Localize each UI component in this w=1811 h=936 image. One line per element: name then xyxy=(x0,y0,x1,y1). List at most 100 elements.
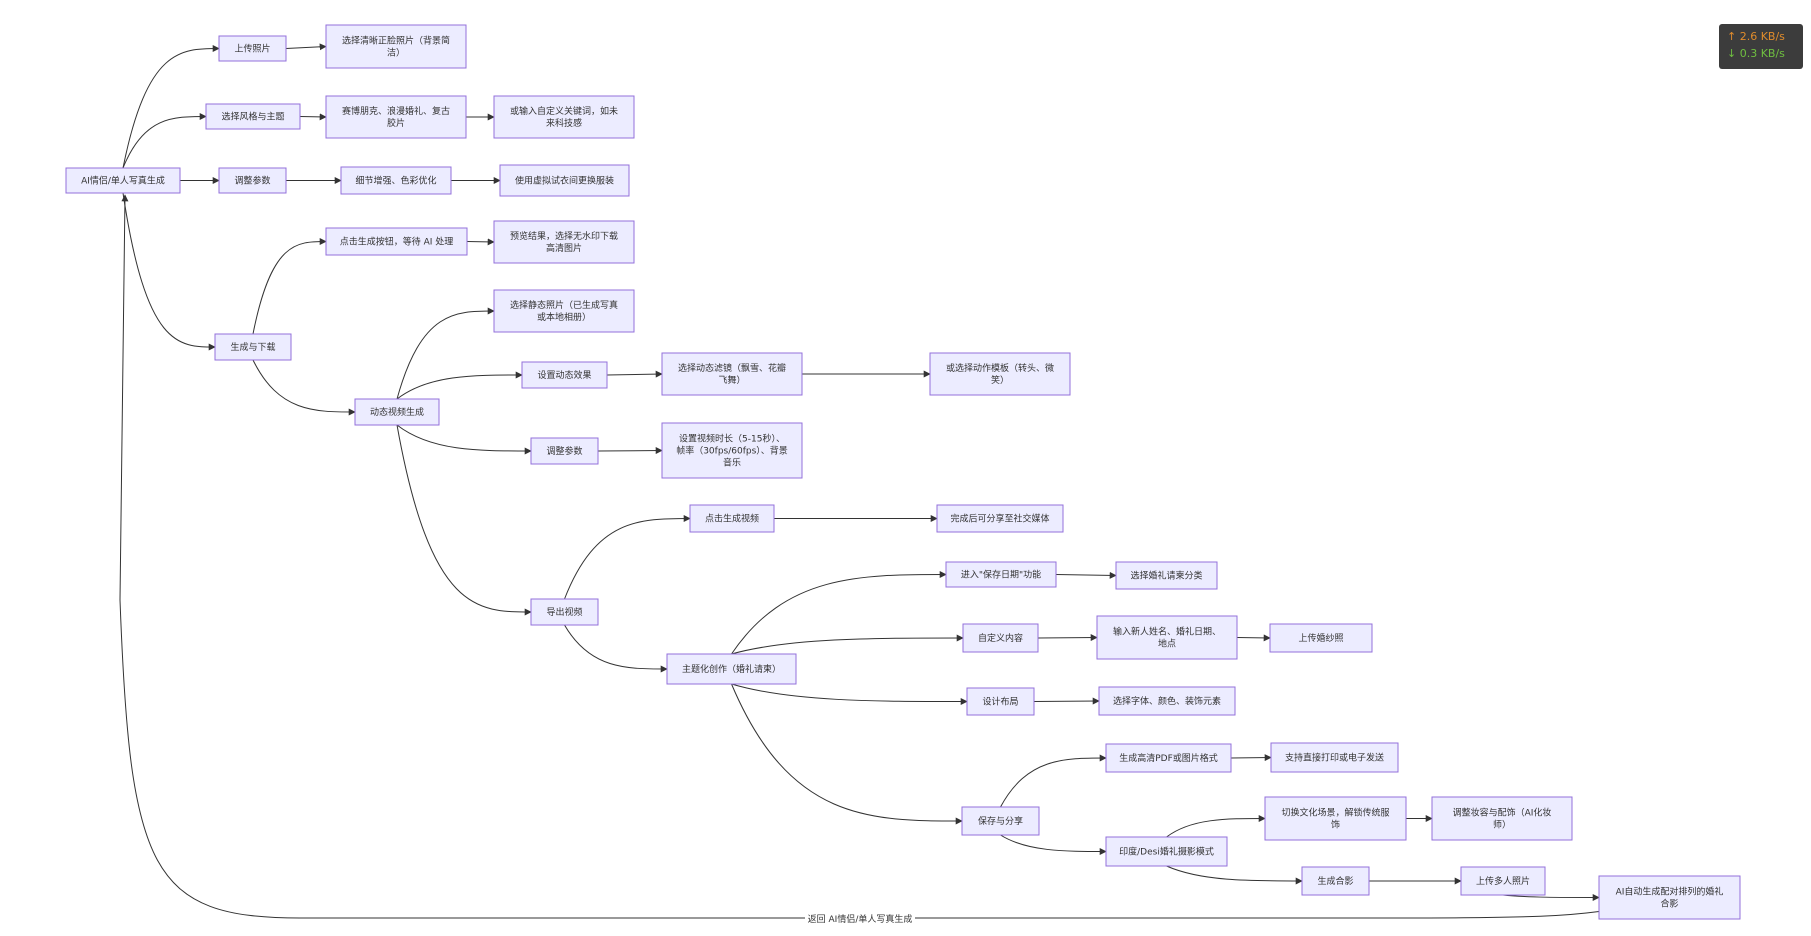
node-params: 调整参数 xyxy=(218,167,287,194)
node-box xyxy=(214,333,292,361)
node-box xyxy=(205,103,301,130)
node-layout-opts: 选择字体、颜色、装饰元素 xyxy=(1098,686,1236,716)
edge-save-share-to-india xyxy=(1000,834,1107,855)
edge-root-to-upload xyxy=(122,45,220,169)
edge-root-to-gen xyxy=(122,192,216,351)
node-label: 洁） xyxy=(387,47,405,59)
node-label: 飞舞） xyxy=(718,375,745,386)
node-effect-tpl: 或选择动作模板（转头、微笑） xyxy=(929,352,1071,396)
edge-india-to-india-scene xyxy=(1166,815,1266,838)
node-box xyxy=(929,352,1071,396)
edge-save-pdf-to-save-print xyxy=(1230,754,1272,762)
node-label: 设计布局 xyxy=(982,696,1018,708)
node-custom-input: 输入新人姓名、婚礼日期、地点 xyxy=(1096,615,1238,660)
node-label: 音乐 xyxy=(723,457,741,469)
node-label: 调整妆容与配饰（AI化妆 xyxy=(1453,807,1552,819)
edge-layout-to-layout-opts xyxy=(1033,697,1100,705)
node-save-share: 保存与分享 xyxy=(961,806,1040,836)
node-label: 选择风格与主题 xyxy=(221,111,284,123)
node-box xyxy=(499,164,630,197)
node-export-click: 点击生成视频 xyxy=(689,504,775,533)
node-label: 选择静态照片（已生成写真 xyxy=(510,299,618,311)
node-theme: 主题化创作（婚礼请柬） xyxy=(666,653,797,685)
node-box xyxy=(218,35,287,62)
edge-theme-to-save-date xyxy=(731,571,947,655)
node-video: 动态视频生成 xyxy=(354,398,440,426)
node-label: 或选择动作模板（转头、微 xyxy=(946,362,1054,374)
node-box xyxy=(1098,686,1236,716)
edge-custom-to-custom-input xyxy=(1037,634,1098,642)
edge-vparams-to-vparams-opt xyxy=(597,447,663,455)
node-label: 笑） xyxy=(991,374,1009,386)
node-label: 赛博朋克、浪漫婚礼、复古 xyxy=(342,105,450,117)
edge-root-to-style xyxy=(122,113,207,169)
node-save-date-cat: 选择婚礼请柬分类 xyxy=(1115,561,1218,590)
node-box xyxy=(530,598,599,626)
node-label: 主题化创作（婚礼请柬） xyxy=(682,663,781,675)
edge-video-to-export xyxy=(396,424,532,616)
node-box xyxy=(661,352,803,396)
node-custom: 自定义内容 xyxy=(962,623,1039,653)
node-box xyxy=(325,227,468,256)
edge-india-upload-to-india-ai xyxy=(1502,893,1600,901)
edge-save-share-to-save-pdf xyxy=(1000,754,1107,808)
node-label: 切换文化场景，解锁传统服 xyxy=(1281,807,1389,819)
edge-style-to-style-opts xyxy=(299,113,327,121)
node-custom-photo: 上传婚纱照 xyxy=(1269,623,1373,653)
node-export-share: 完成后可分享至社交媒体 xyxy=(936,504,1064,533)
node-box xyxy=(1431,796,1573,841)
node-label: 合影 xyxy=(1660,898,1678,910)
node-box xyxy=(666,653,797,685)
node-box xyxy=(493,289,635,333)
node-box xyxy=(493,220,635,264)
node-box xyxy=(340,166,452,195)
node-label: 胶片 xyxy=(387,117,405,129)
node-india-upload: 上传多人照片 xyxy=(1460,866,1546,896)
node-gen: 生成与下载 xyxy=(214,333,292,361)
edge-effect-to-effect-filter xyxy=(606,370,663,378)
node-label: 或本地相册） xyxy=(537,311,591,323)
node-label: 师） xyxy=(1493,819,1511,831)
node-label: AI情侣/单人写真生成 xyxy=(81,175,165,187)
node-box xyxy=(1270,742,1399,773)
node-box xyxy=(1096,615,1238,660)
node-label: 自定义内容 xyxy=(978,632,1023,644)
edge-upload-to-upload-tip xyxy=(285,43,327,51)
node-label: 输入新人姓名、婚礼日期、 xyxy=(1113,626,1221,638)
node-params-try: 使用虚拟试衣间更换服装 xyxy=(499,164,630,197)
node-label: 饰 xyxy=(1331,819,1340,831)
node-label: 保存与分享 xyxy=(978,815,1023,827)
node-save-pdf: 生成高清PDF或图片格式 xyxy=(1105,743,1232,773)
node-label: 印度/Desi婚礼摄影模式 xyxy=(1119,846,1214,858)
network-speed-widget: ↑ 2.6 KB/s ↓ 0.3 KB/s xyxy=(1719,24,1803,69)
edge-theme-to-save-share xyxy=(731,683,963,825)
node-root: AI情侣/单人写真生成 xyxy=(65,167,181,194)
node-label: 帧率（30fps/60fps）、背景 xyxy=(676,445,788,457)
node-label: 设置动态效果 xyxy=(537,369,591,381)
node-box xyxy=(1105,836,1228,867)
node-label: 生成与下载 xyxy=(230,341,275,353)
edge-custom-input-to-custom-photo xyxy=(1236,634,1271,642)
node-label: 细节增强、色彩优化 xyxy=(355,175,436,187)
node-label: 预览结果，选择无水印下载 xyxy=(510,230,618,242)
edge-gen-to-video xyxy=(252,359,356,416)
node-export: 导出视频 xyxy=(530,598,599,626)
node-label: 选择字体、颜色、装饰元素 xyxy=(1113,695,1221,707)
node-label: 完成后可分享至社交媒体 xyxy=(950,513,1049,525)
node-label: 调整参数 xyxy=(546,445,582,457)
node-box xyxy=(325,24,467,69)
download-speed: ↓ 0.3 KB/s xyxy=(1727,47,1785,60)
upload-speed: ↑ 2.6 KB/s xyxy=(1727,30,1785,43)
node-style: 选择风格与主题 xyxy=(205,103,301,130)
edge-export-to-theme xyxy=(564,624,668,673)
edge-label-return-root: 返回 AI情侣/单人写真生成 xyxy=(808,913,913,925)
node-label: 动态视频生成 xyxy=(370,406,424,418)
node-box xyxy=(1598,875,1741,920)
edge-label-background xyxy=(805,911,915,925)
